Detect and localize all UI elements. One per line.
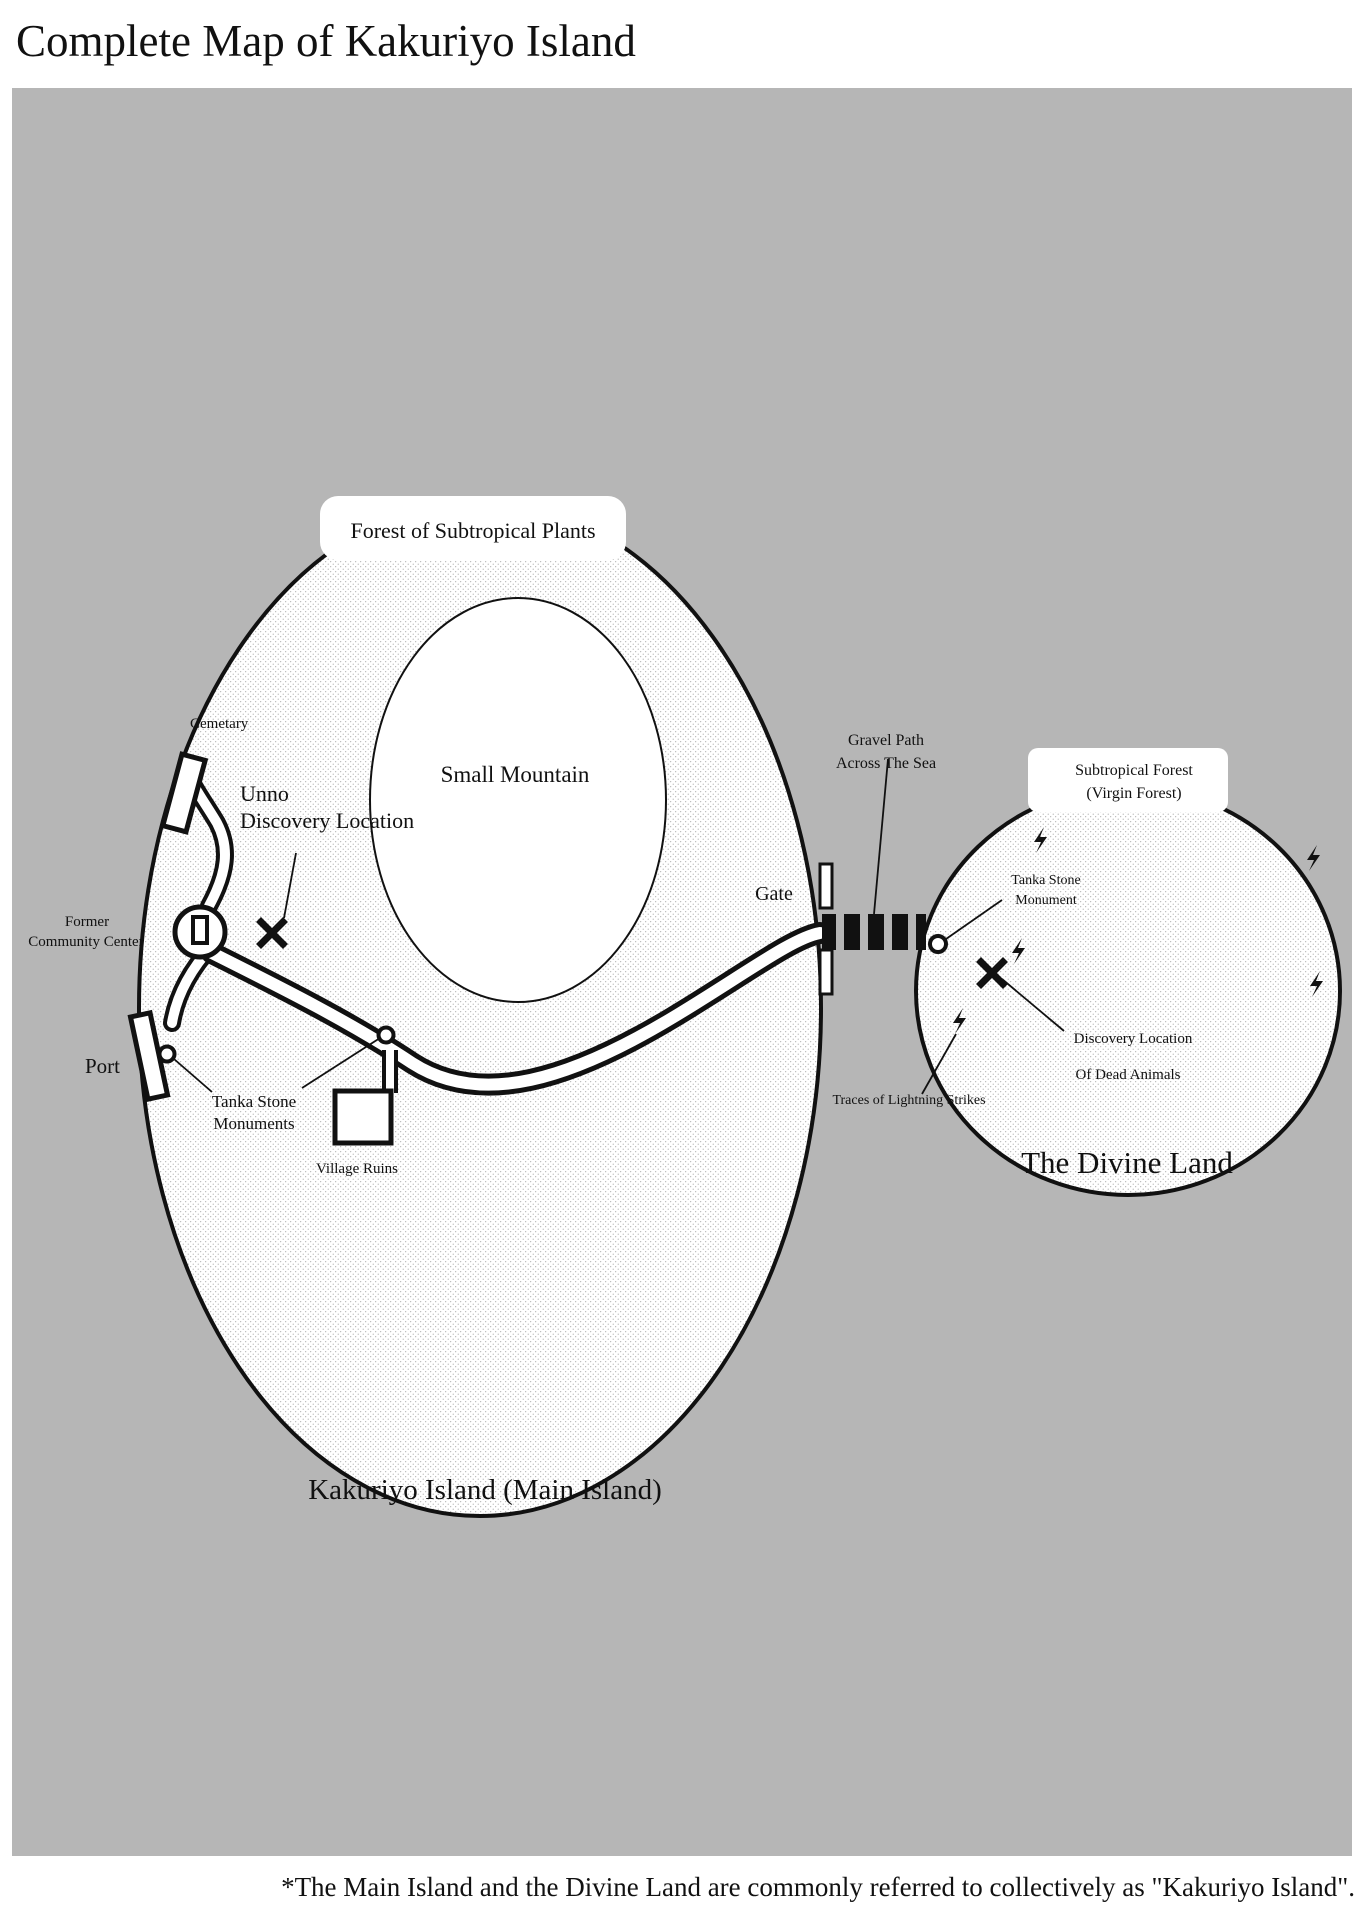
map-canvas: Forest of Subtropical Plants Small Mount… [28, 496, 1342, 1518]
divine-forest-label-bg [1028, 748, 1228, 812]
cemetery-marker [159, 751, 209, 835]
forest-label-bg [320, 496, 626, 560]
gate-post-top [818, 862, 834, 910]
unno-label-line-2: Discovery Location [240, 808, 414, 833]
divine-tanka-label-line-2: Monument [1015, 893, 1077, 908]
village-ruins-label: Village Ruins [316, 1161, 398, 1177]
cemetery-label: Cemetary [190, 716, 249, 732]
mountain-label: Small Mountain [441, 762, 590, 787]
main-island-name: Kakuriyo Island (Main Island) [308, 1474, 662, 1506]
gate-label: Gate [755, 883, 793, 905]
lightning-bolt-icon [1307, 845, 1320, 871]
gravel-path-label-line-2: Across The Sea [836, 755, 936, 772]
unno-label-line-1: Unno [240, 781, 289, 806]
community-center-label-line-1: Former [65, 914, 109, 930]
forest-label: Forest of Subtropical Plants [350, 518, 595, 543]
tanka-monument-port-icon [157, 1044, 177, 1064]
unno-discovery-x-mark-icon [256, 917, 288, 949]
tanka-monument-road-icon [376, 1025, 396, 1045]
gate-post-bottom [818, 948, 834, 996]
footnote: *The Main Island and the Divine Land are… [281, 1872, 1355, 1902]
divine-tanka-label-line-1: Tanka Stone [1011, 873, 1080, 888]
divine-forest-label-line-2: (Virgin Forest) [1086, 785, 1181, 802]
dead-animals-label-line-1: Discovery Location [1074, 1031, 1193, 1047]
community-center-building-icon [191, 915, 209, 945]
dead-animals-x-mark-icon [976, 957, 1008, 989]
village-ruins-marker [332, 1088, 394, 1146]
small-mountain [369, 597, 667, 1003]
divine-land-name: The Divine Land [1021, 1145, 1233, 1180]
leader-lines [173, 758, 1065, 1095]
port-label: Port [85, 1054, 120, 1078]
gravel-path-label-line-1: Gravel Path [848, 732, 924, 749]
page-title: Complete Map of Kakuriyo Island [16, 16, 636, 66]
lightning-label: Traces of Lightning Strikes [832, 1093, 985, 1108]
gravel-path [822, 914, 926, 950]
divine-forest-label-line-1: Subtropical Forest [1075, 762, 1193, 779]
divine-land [914, 785, 1342, 1197]
community-center-label-line-2: Community Center [28, 934, 143, 950]
dead-animals-label-line-2: Of Dead Animals [1076, 1067, 1181, 1083]
tanka-monument-divine-icon [928, 934, 948, 954]
tanka-monuments-label-line-1: Tanka Stone [212, 1092, 296, 1111]
map-frame: Forest of Subtropical Plants Small Mount… [12, 88, 1352, 1856]
tanka-monuments-label-line-2: Monuments [213, 1114, 294, 1133]
